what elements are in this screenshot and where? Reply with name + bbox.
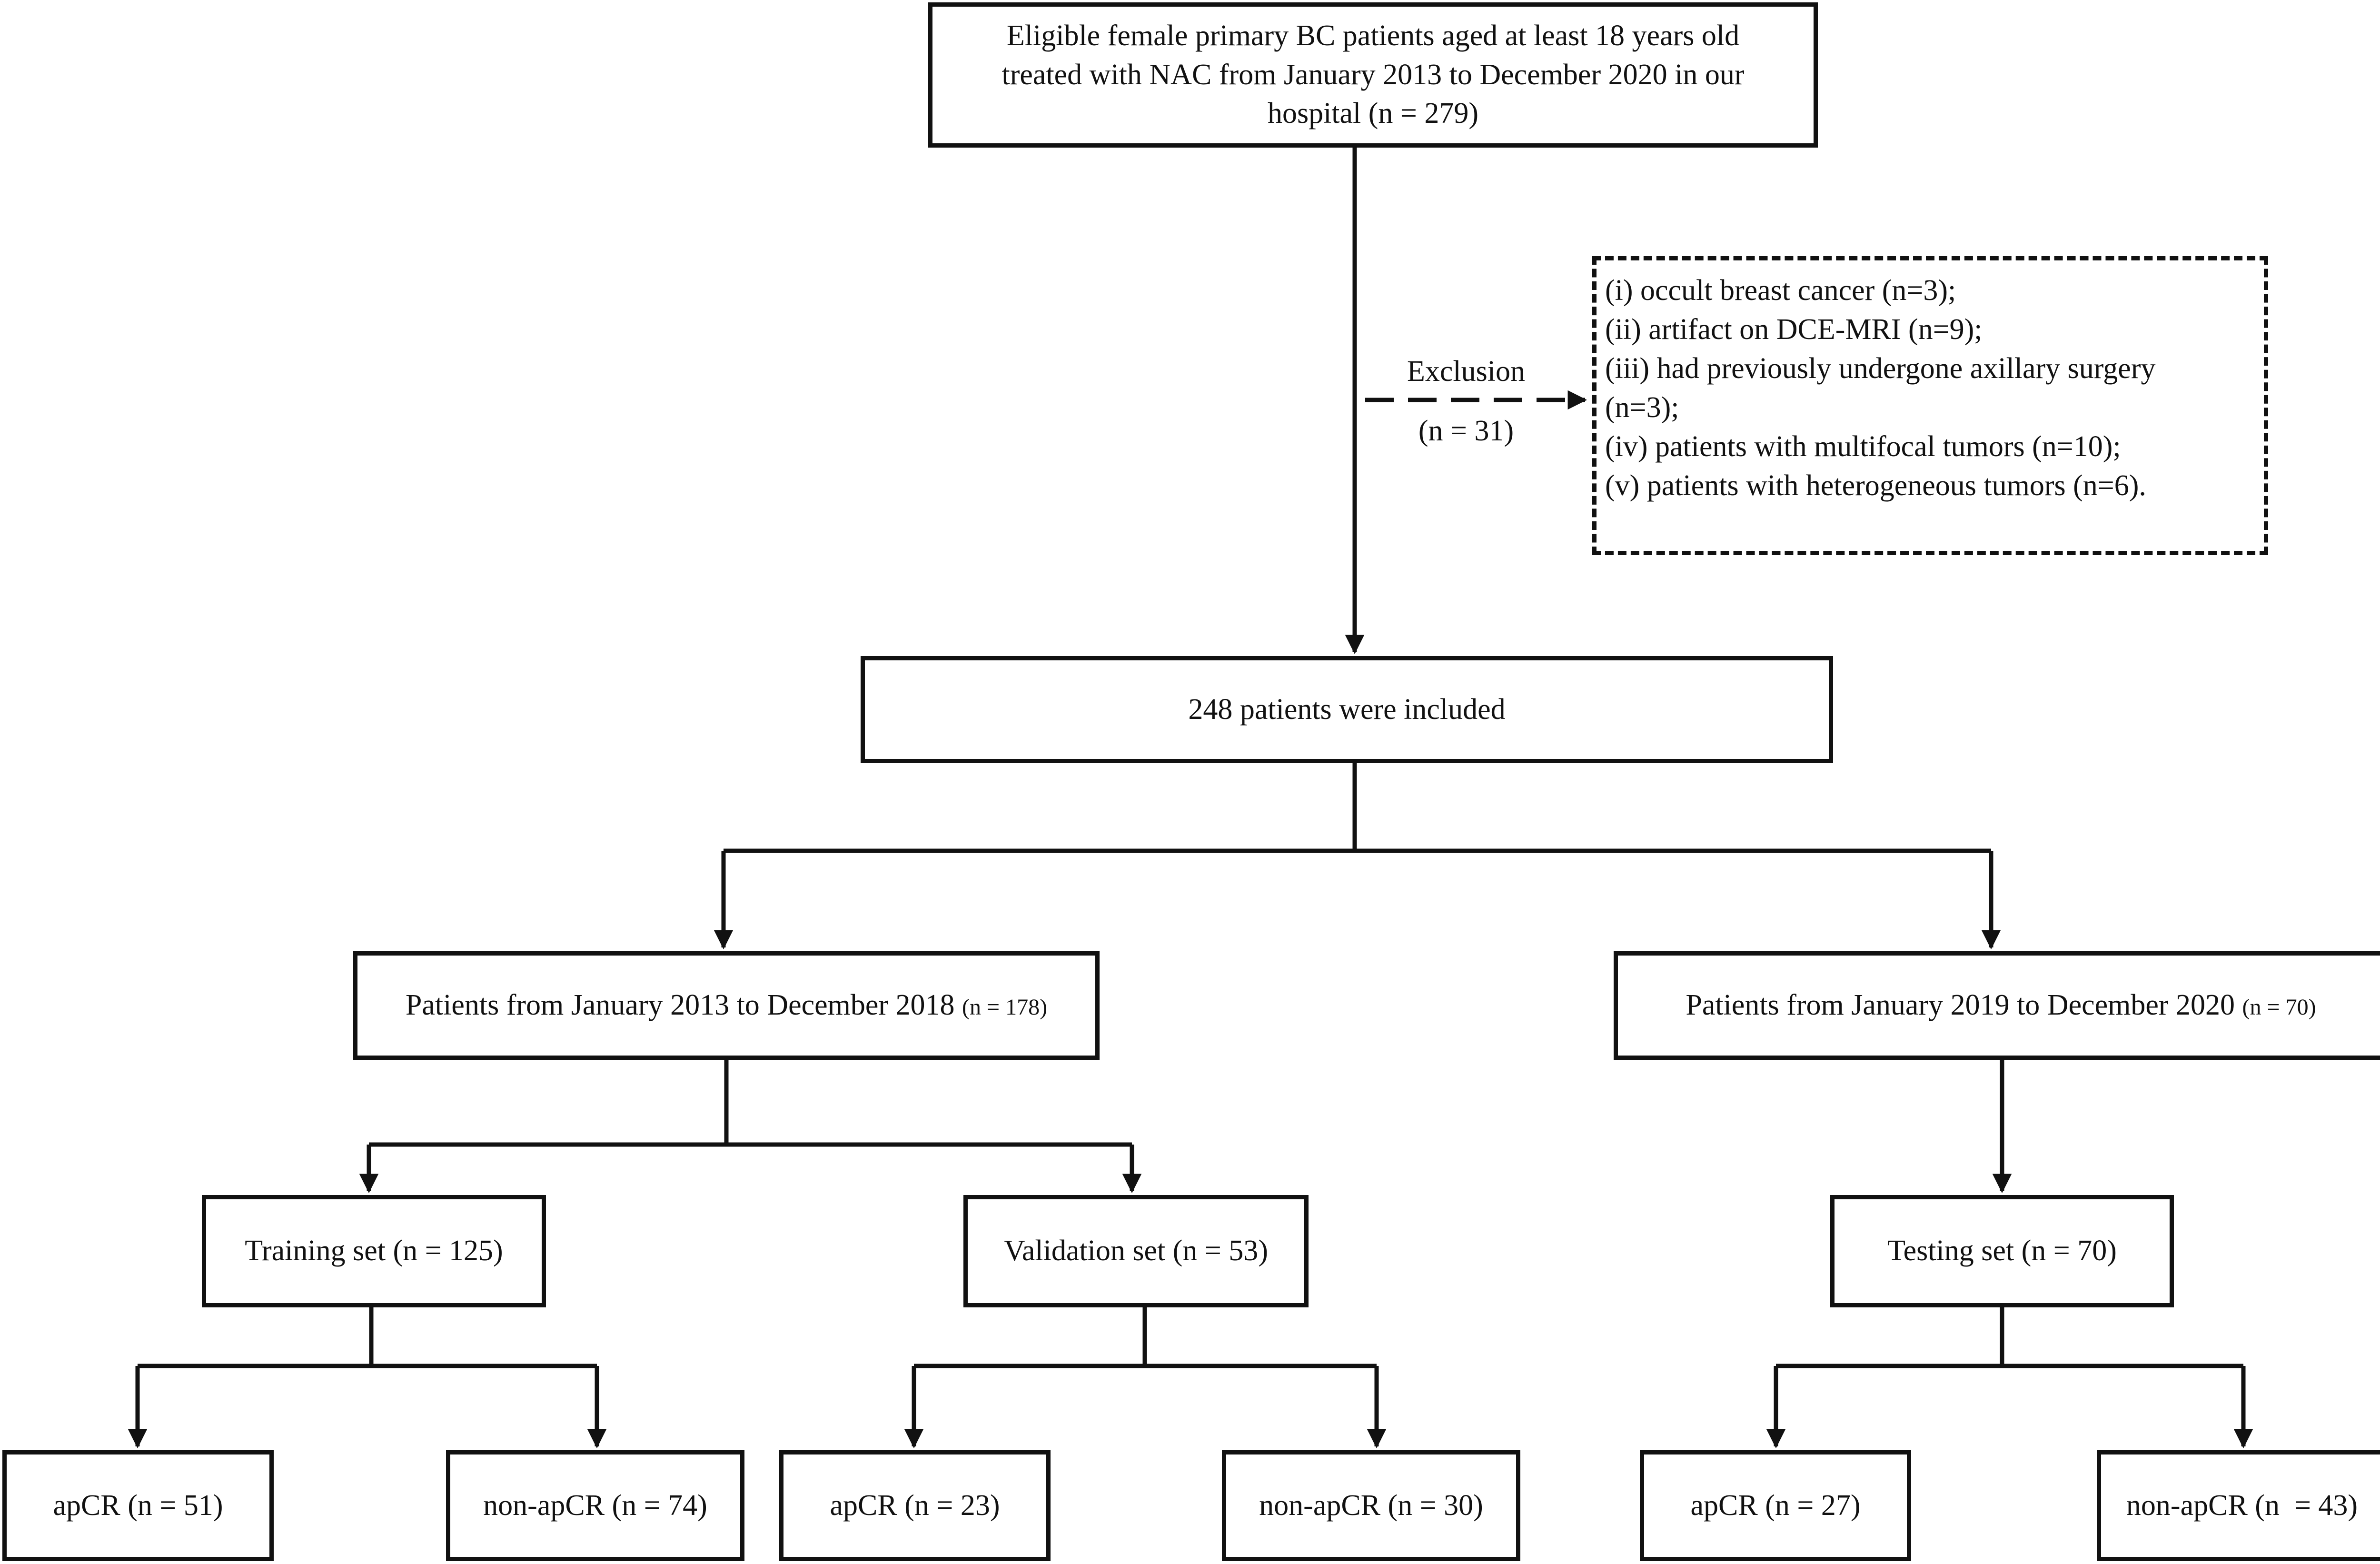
val-nonapcr-box: non-apCR (n = 30) bbox=[1222, 1450, 1520, 1561]
period2-count: (n = 70) bbox=[2242, 995, 2316, 1020]
test-nonapcr-text: non-apCR (n = 43) bbox=[2126, 1489, 2358, 1522]
testing-set-text: Testing set (n = 70) bbox=[1887, 1235, 2117, 1267]
period1-box: Patients from January 2013 to December 2… bbox=[353, 951, 1100, 1060]
period1-count: (n = 178) bbox=[962, 995, 1048, 1020]
train-nonapcr-text: non-apCR (n = 74) bbox=[483, 1489, 707, 1522]
eligible-patients-box: Eligible female primary BC patients aged… bbox=[928, 2, 1818, 148]
train-nonapcr-box: non-apCR (n = 74) bbox=[446, 1450, 744, 1561]
exclusion-item: (ii) artifact on DCE-MRI (n=9); bbox=[1605, 313, 1983, 346]
test-nonapcr-box: non-apCR (n = 43) bbox=[2097, 1450, 2380, 1561]
val-apcr-box: apCR (n = 23) bbox=[779, 1450, 1051, 1561]
period2-text: Patients from January 2019 to December 2… bbox=[1686, 989, 2235, 1022]
eligible-line-1: Eligible female primary BC patients aged… bbox=[1006, 19, 1740, 52]
included-patients-box: 248 patients were included bbox=[861, 656, 1833, 763]
testing-set-box: Testing set (n = 70) bbox=[1830, 1195, 2174, 1307]
train-apcr-box: apCR (n = 51) bbox=[2, 1450, 274, 1561]
exclusion-item: (n=3); bbox=[1605, 391, 1679, 424]
validation-set-box: Validation set (n = 53) bbox=[963, 1195, 1309, 1307]
exclusion-item: (iii) had previously undergone axillary … bbox=[1605, 352, 2156, 385]
training-set-text: Training set (n = 125) bbox=[245, 1235, 503, 1267]
exclusion-item: (v) patients with heterogeneous tumors (… bbox=[1605, 469, 2146, 502]
exclusion-count: (n = 31) bbox=[1418, 415, 1514, 447]
val-nonapcr-text: non-apCR (n = 30) bbox=[1259, 1489, 1483, 1522]
exclusion-criteria-box: (i) occult breast cancer (n=3); (ii) art… bbox=[1592, 256, 2268, 555]
validation-set-text: Validation set (n = 53) bbox=[1004, 1235, 1268, 1267]
eligible-line-2: treated with NAC from January 2013 to De… bbox=[1002, 58, 1745, 91]
test-apcr-text: apCR (n = 27) bbox=[1690, 1489, 1861, 1522]
training-set-box: Training set (n = 125) bbox=[202, 1195, 546, 1307]
val-apcr-text: apCR (n = 23) bbox=[830, 1489, 1000, 1522]
test-apcr-box: apCR (n = 27) bbox=[1640, 1450, 1911, 1561]
exclusion-criteria-list: (i) occult breast cancer (n=3); (ii) art… bbox=[1597, 260, 2264, 505]
train-apcr-text: apCR (n = 51) bbox=[53, 1489, 223, 1522]
exclusion-label: Exclusion bbox=[1407, 355, 1525, 388]
period1-text: Patients from January 2013 to December 2… bbox=[405, 989, 955, 1022]
exclusion-item: (i) occult breast cancer (n=3); bbox=[1605, 274, 1956, 307]
eligible-line-3: hospital (n = 279) bbox=[1267, 97, 1479, 130]
period2-box: Patients from January 2019 to December 2… bbox=[1614, 951, 2380, 1060]
exclusion-item: (iv) patients with multifocal tumors (n=… bbox=[1605, 430, 2121, 463]
included-text: 248 patients were included bbox=[1188, 693, 1506, 726]
